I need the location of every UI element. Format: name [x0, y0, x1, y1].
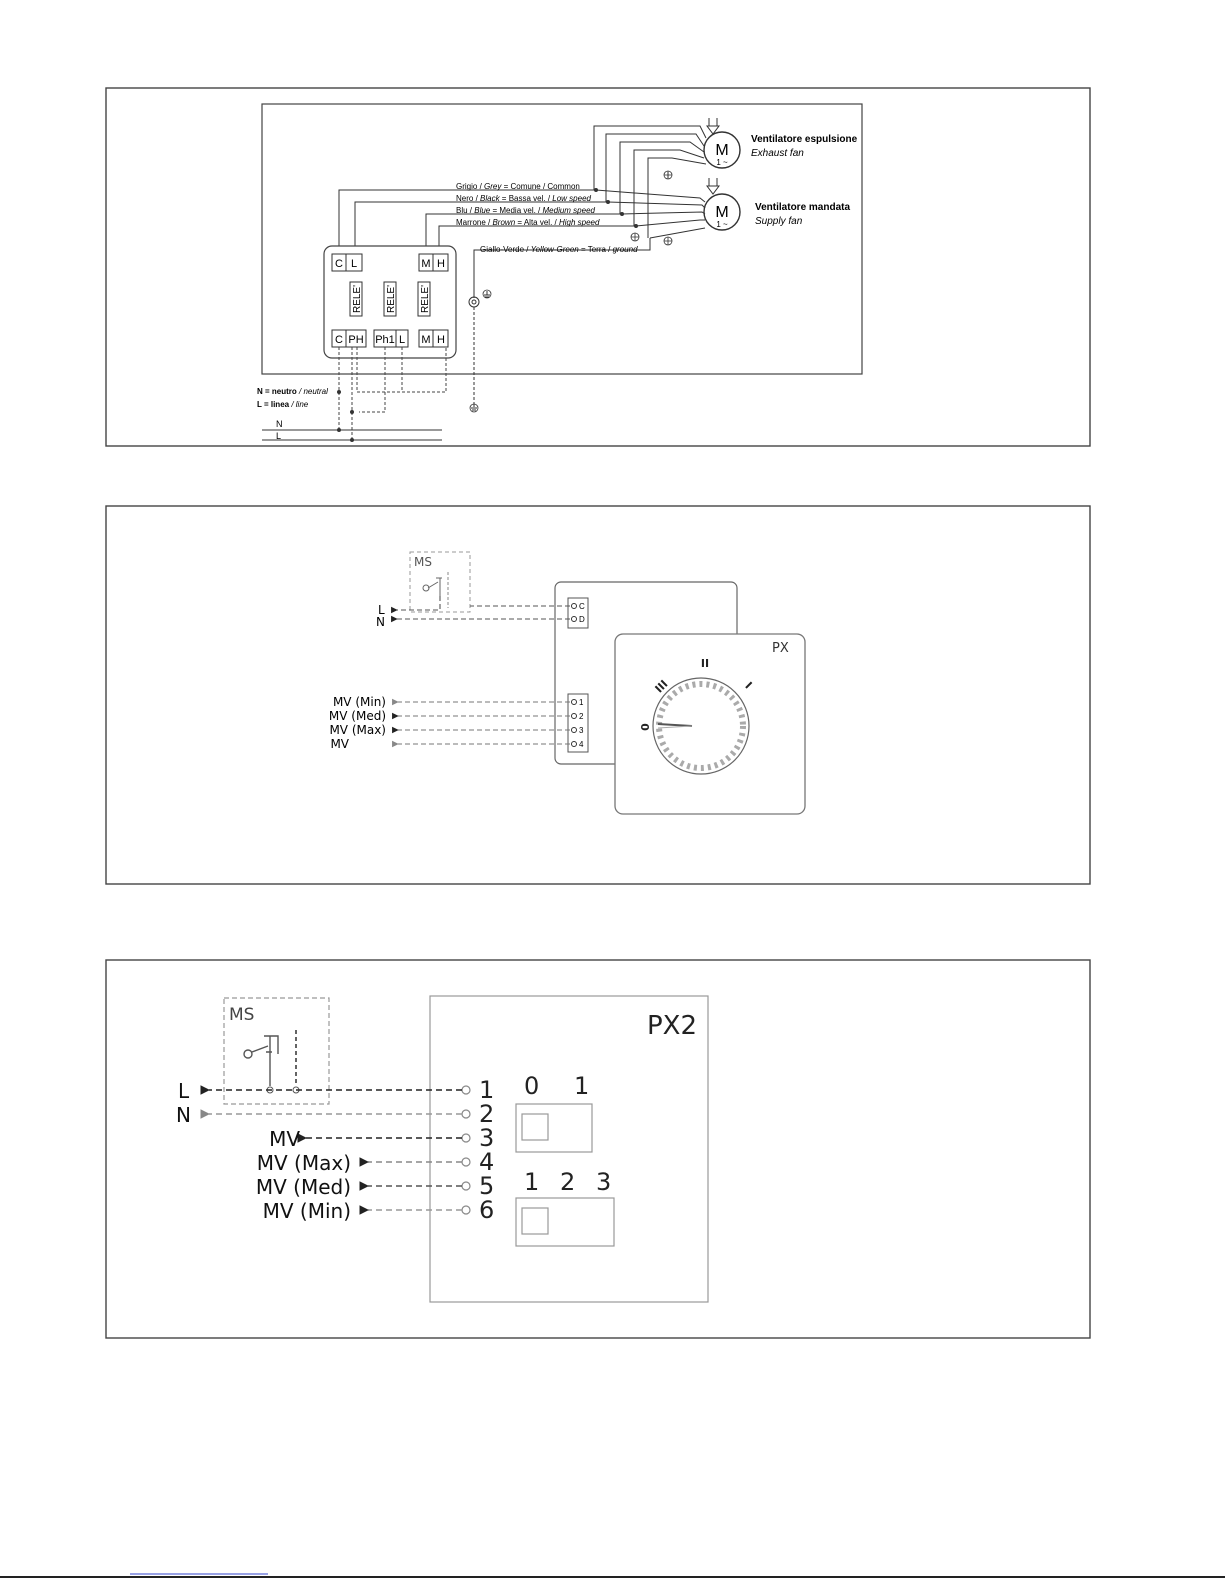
px2-terminal-5: 5 — [479, 1172, 494, 1200]
px-speed-dial[interactable] — [652, 677, 750, 775]
panel-px-speed-controller: MS C D L N 1 2 3 4 — [105, 505, 1091, 885]
legend-neutral: N = neutro / neutral — [257, 387, 328, 396]
supply-fan-title: Ventilatore mandata — [755, 202, 850, 213]
wire-label-grey: Grigio / Grey = Comune / Common — [456, 182, 580, 191]
px2-terminal-3: 3 — [479, 1124, 494, 1152]
terminal-bottom-c: C — [335, 334, 343, 346]
mains-dashed-wiring — [338, 347, 447, 440]
px2-line-mv: MV — [269, 1127, 300, 1151]
px-out-terminal-2: 2 — [579, 712, 584, 721]
mains-l-label: L — [276, 431, 281, 441]
terminal-bottom-ph: PH — [348, 334, 363, 346]
px2-terminal-1: 1 — [479, 1076, 494, 1104]
px-terminal-d: D — [579, 615, 585, 624]
px-output-mv: MV — [330, 737, 349, 751]
relay-1-label: RELE' — [352, 285, 363, 313]
px-out-terminal-3: 3 — [579, 726, 584, 735]
px2-line-n: N — [176, 1103, 191, 1127]
terminal-top-m: M — [421, 258, 430, 270]
relay-blocks: RELE' RELE' RELE' — [349, 281, 431, 317]
supply-motor-phase: 1 ~ — [716, 220, 728, 229]
px-output-med: MV (Med) — [329, 709, 386, 723]
px-output-min: MV (Min) — [333, 695, 386, 709]
exhaust-fan-motor: M 1 ~ — [703, 118, 741, 169]
px-terminal-c: C — [579, 602, 585, 611]
legend-line: L = linea / line — [257, 400, 309, 409]
supply-fan-motor: M 1 ~ — [703, 178, 741, 231]
px2-terminal-2: 2 — [479, 1100, 494, 1128]
ms-switch-box — [409, 551, 471, 613]
ms-switch-label: MS — [414, 555, 432, 569]
px2-sw1-label-0: 0 — [524, 1072, 539, 1100]
px-out-terminal-4: 4 — [579, 740, 584, 749]
dial-mark-2: II — [701, 657, 709, 670]
px-device-label: PX — [772, 641, 789, 656]
px-output-terminals — [567, 693, 589, 753]
wire-label-green: Giallo-Verde / Yellow-Green = Terra / gr… — [480, 245, 638, 254]
wire-label-blue: Blu / Blue = Media vel. / Medium speed — [456, 206, 596, 215]
exhaust-fan-title: Ventilatore espulsione — [751, 134, 858, 145]
px2-sw2-label-1: 1 — [524, 1168, 539, 1196]
terminal-top-c: C — [335, 258, 343, 270]
panel-fan-wiring: M 1 ~ Ventilatore espulsione Exhaust fan… — [105, 87, 1091, 447]
px2-onoff-switch[interactable] — [515, 1103, 593, 1153]
terminal-bottom-l: L — [399, 334, 405, 346]
supply-ground-symbols — [630, 232, 673, 246]
ground-terminal — [468, 289, 492, 413]
ms2-switch-box — [223, 997, 330, 1105]
ms-switch-icon — [422, 577, 442, 596]
px2-terminal-4: 4 — [479, 1148, 494, 1176]
px2-sw2-label-2: 2 — [560, 1168, 575, 1196]
mains-lines — [262, 429, 442, 441]
exhaust-motor-phase: 1 ~ — [716, 158, 728, 167]
top-terminal-block: C L M H — [331, 253, 449, 272]
supply-motor-wires — [595, 189, 706, 239]
terminal-top-h: H — [437, 258, 445, 270]
px-output-max: MV (Max) — [329, 723, 386, 737]
terminal-bottom-ph1: Ph1 — [375, 334, 395, 346]
px2-sw1-label-1: 1 — [574, 1072, 589, 1100]
terminal-bottom-h: H — [437, 334, 445, 346]
px2-sw2-label-3: 3 — [596, 1168, 611, 1196]
terminal-bottom-m: M — [421, 334, 430, 346]
supply-motor-letter: M — [715, 204, 728, 221]
ms2-switch-icon — [243, 1030, 297, 1086]
bottom-terminal-block: C PH Ph1 L M H — [331, 329, 449, 348]
ms2-switch-label: MS — [229, 1005, 254, 1025]
px2-speed-switch[interactable] — [515, 1197, 615, 1247]
px-line-l: L — [378, 603, 385, 617]
dial-mark-0: 0 — [639, 723, 652, 731]
px-out-terminal-1: 1 — [579, 698, 584, 707]
px-power-terminals — [567, 597, 589, 629]
px2-line-mv-max: MV (Max) — [257, 1151, 351, 1175]
exhaust-fan-subtitle: Exhaust fan — [751, 148, 804, 159]
px2-terminal-6: 6 — [479, 1196, 494, 1224]
terminal-top-l: L — [351, 258, 357, 270]
px2-line-mv-min: MV (Min) — [263, 1199, 351, 1223]
supply-fan-subtitle: Supply fan — [755, 216, 803, 227]
panel-px2-speed-controller: MS PX2 1 2 3 4 5 6 — [105, 959, 1091, 1339]
px2-line-l: L — [178, 1079, 190, 1103]
wire-label-black: Nero / Black = Bassa vel. / Low speed — [456, 194, 592, 203]
px2-device-label: PX2 — [647, 1011, 697, 1041]
relay-2-label: RELE' — [386, 285, 397, 313]
wire-label-brown: Marrone / Brown = Alta vel. / High speed — [456, 218, 600, 227]
exhaust-ground-symbol — [663, 170, 673, 180]
mains-n-label: N — [276, 419, 283, 429]
exhaust-motor-letter: M — [715, 142, 728, 159]
relay-3-label: RELE' — [420, 285, 431, 313]
px2-line-mv-med: MV (Med) — [256, 1175, 351, 1199]
px-line-n: N — [376, 615, 385, 629]
enclosure-box — [261, 103, 863, 375]
